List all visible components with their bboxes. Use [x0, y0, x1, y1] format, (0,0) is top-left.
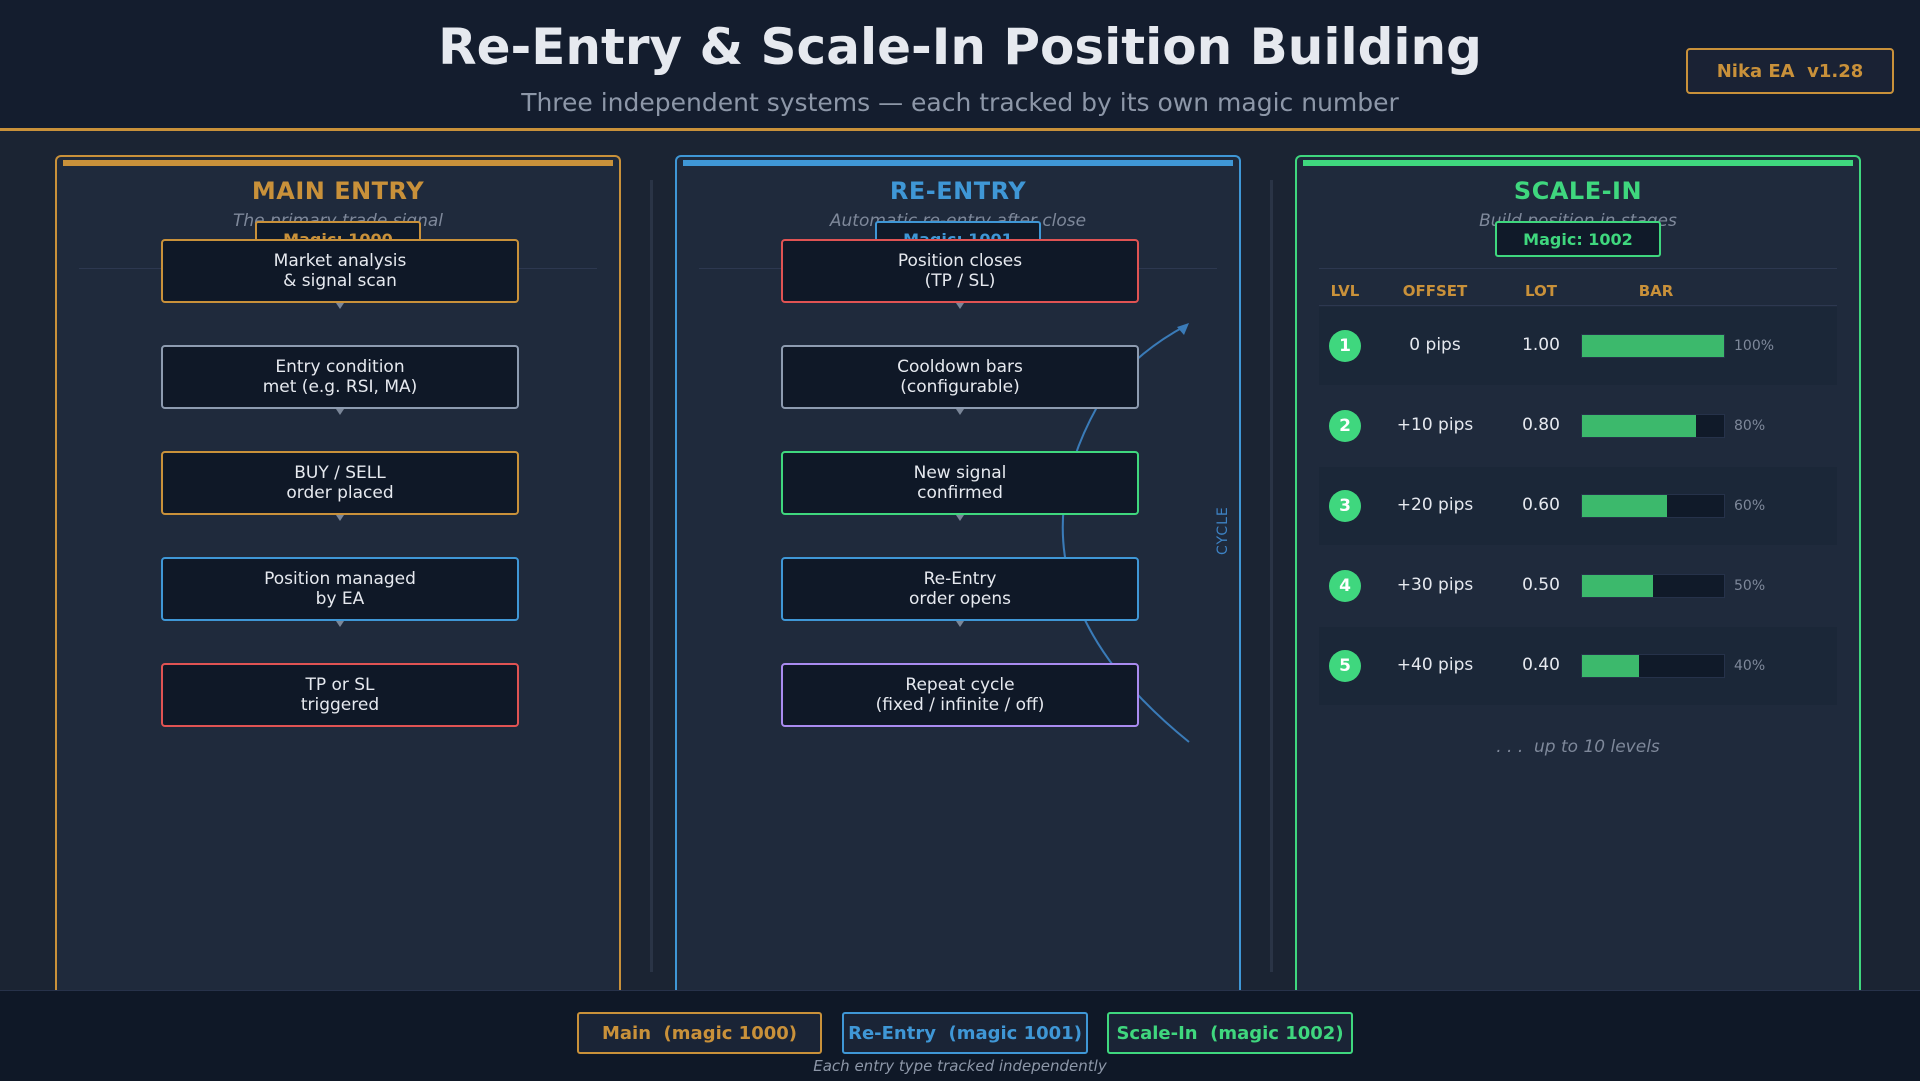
level-percent: 100%: [1734, 338, 1775, 354]
panel-accent-bar: [683, 160, 1233, 166]
panel-title: MAIN ENTRY: [251, 177, 425, 205]
level-lot: 0.80: [1522, 415, 1560, 435]
panel-separator: [650, 180, 653, 972]
more-levels-note: . . . up to 10 levels: [1496, 737, 1660, 757]
level-bar-fill: [1582, 335, 1724, 357]
level-bar-track: [1581, 654, 1725, 678]
level-offset: 0 pips: [1409, 335, 1461, 355]
legend-item: Scale-In (magic 1002): [1107, 1012, 1353, 1054]
legend-item: Re-Entry (magic 1001): [842, 1012, 1088, 1054]
flow-arrow-icon: [336, 515, 344, 521]
panel-separator: [1270, 180, 1273, 972]
scale-level-row: 5 +40 pips 0.40 40%: [1319, 627, 1837, 705]
level-bar-fill: [1582, 655, 1639, 677]
panel-title: SCALE-IN: [1513, 177, 1643, 205]
table-header-divider: [1319, 305, 1837, 306]
panel-divider: [1319, 268, 1837, 269]
level-number-badge: 2: [1329, 410, 1361, 442]
level-percent: 40%: [1734, 658, 1766, 674]
level-lot: 0.40: [1522, 655, 1560, 675]
scale-level-row: 2 +10 pips 0.80 80%: [1319, 387, 1837, 465]
magic-badge: Magic: 1002: [1495, 221, 1661, 257]
flow-arrow-icon: [956, 409, 964, 415]
panel-accent-bar: [1303, 160, 1853, 166]
column-header-lvl: LVL: [1330, 282, 1360, 300]
level-offset: +20 pips: [1396, 495, 1474, 515]
level-bar-track: [1581, 494, 1725, 518]
flow-step: Repeat cycle (fixed / infinite / off): [781, 663, 1139, 727]
level-bar-track: [1581, 414, 1725, 438]
level-lot: 1.00: [1522, 335, 1560, 355]
version-badge: Nika EA v1.28: [1686, 48, 1894, 94]
level-bar-fill: [1582, 415, 1696, 437]
flow-arrow-icon: [336, 303, 344, 309]
flow-arrow-icon: [336, 621, 344, 627]
level-percent: 80%: [1734, 418, 1766, 434]
legend-item: Main (magic 1000): [577, 1012, 822, 1054]
scale-level-row: 3 +20 pips 0.60 60%: [1319, 467, 1837, 545]
level-number-badge: 1: [1329, 330, 1361, 362]
level-number-badge: 3: [1329, 490, 1361, 522]
scale-level-row: 4 +30 pips 0.50 50%: [1319, 547, 1837, 625]
level-lot: 0.50: [1522, 575, 1560, 595]
flow-arrow-icon: [956, 303, 964, 309]
level-offset: +30 pips: [1396, 575, 1474, 595]
level-bar-track: [1581, 574, 1725, 598]
panel-accent-bar: [63, 160, 613, 166]
level-lot: 0.60: [1522, 495, 1560, 515]
flow-step: New signal confirmed: [781, 451, 1139, 515]
level-bar-fill: [1582, 575, 1653, 597]
level-number-badge: 4: [1329, 570, 1361, 602]
column-header-lot: LOT: [1524, 282, 1558, 300]
cycle-label: CYCLE: [1215, 506, 1231, 555]
header-divider: [0, 128, 1920, 131]
page-subtitle: Three independent systems — each tracked…: [521, 88, 1399, 117]
column-header-offset: OFFSET: [1402, 282, 1468, 300]
scale-level-row: 1 0 pips 1.00 100%: [1319, 307, 1837, 385]
scale-table-header: LVL OFFSET LOT BAR: [1297, 277, 1859, 305]
flow-step: Position closes (TP / SL): [781, 239, 1139, 303]
level-offset: +40 pips: [1396, 655, 1474, 675]
header: [0, 0, 1920, 128]
level-bar-track: [1581, 334, 1725, 358]
flow-step: TP or SL triggered: [161, 663, 519, 727]
panel-title: RE-ENTRY: [889, 177, 1027, 205]
main-entry-panel: MAIN ENTRY The primary trade signal Magi…: [55, 155, 621, 995]
level-offset: +10 pips: [1396, 415, 1474, 435]
flow-step: Position managed by EA: [161, 557, 519, 621]
level-percent: 60%: [1734, 498, 1766, 514]
level-number-badge: 5: [1329, 650, 1361, 682]
scale-in-panel: SCALE-IN Build position in stages Magic:…: [1295, 155, 1861, 995]
level-bar-fill: [1582, 495, 1668, 517]
flow-step: Market analysis & signal scan: [161, 239, 519, 303]
flow-arrow-icon: [336, 409, 344, 415]
flow-step: Re-Entry order opens: [781, 557, 1139, 621]
flow-step: Cooldown bars (configurable): [781, 345, 1139, 409]
flow-step: BUY / SELL order placed: [161, 451, 519, 515]
page-title: Re-Entry & Scale-In Position Building: [438, 18, 1482, 76]
flow-arrow-icon: [956, 621, 964, 627]
re-entry-panel: RE-ENTRY Automatic re-entry after close …: [675, 155, 1241, 995]
flow-arrow-icon: [956, 515, 964, 521]
column-header-bar: BAR: [1638, 282, 1674, 300]
level-percent: 50%: [1734, 578, 1766, 594]
flow-step: Entry condition met (e.g. RSI, MA): [161, 345, 519, 409]
footer-note: Each entry type tracked independently: [813, 1057, 1107, 1075]
